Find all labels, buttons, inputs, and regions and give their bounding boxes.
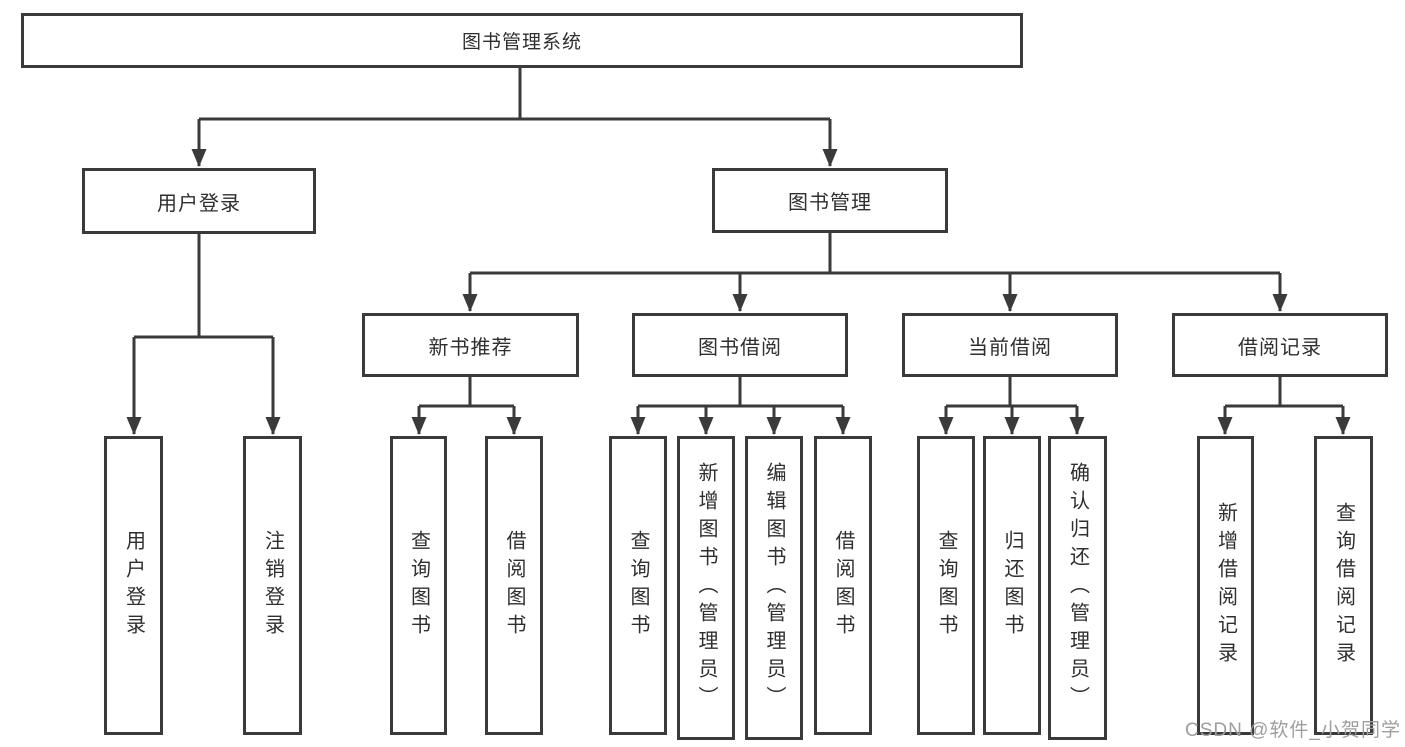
node-book-borrowing: 图书借阅 <box>632 313 848 377</box>
connector-new-book-rail <box>419 377 514 408</box>
connector-borrowing-records-rail <box>1225 377 1343 408</box>
node-borrowing-records: 借阅记录 <box>1172 313 1388 377</box>
leaf-confirm-return-admin-label: 确认归还（管理员） <box>1066 462 1089 714</box>
leaf-borrow-book-borrowing-label: 借阅图书 <box>832 529 854 642</box>
node-current-borrowing: 当前借阅 <box>902 313 1118 377</box>
node-user-login-group-label: 用户登录 <box>157 192 241 215</box>
leaf-borrow-book-recommend: 借阅图书 <box>485 436 543 735</box>
leaf-query-book-current: 查询图书 <box>917 436 975 735</box>
leaf-user-login-label: 用户登录 <box>122 529 145 642</box>
leaf-return-book-label: 归还图书 <box>1001 529 1023 642</box>
leaf-borrow-book-recommend-label: 借阅图书 <box>503 529 525 642</box>
leaf-borrow-book-borrowing: 借阅图书 <box>814 436 872 735</box>
leaf-query-borrow-record: 查询借阅记录 <box>1314 436 1373 735</box>
leaf-logout: 注销登录 <box>243 436 302 735</box>
csdn-watermark: CSDN @软件_小贺同学 <box>1185 720 1401 741</box>
node-book-management: 图书管理 <box>712 168 948 233</box>
node-current-borrowing-label: 当前借阅 <box>968 336 1052 359</box>
node-book-borrowing-label: 图书借阅 <box>698 336 782 359</box>
connector-root-rail <box>199 68 830 121</box>
leaf-add-book-admin-label: 新增图书（管理员） <box>695 462 717 714</box>
node-new-book-recommend-label: 新书推荐 <box>428 336 513 359</box>
leaf-query-book-recommend-label: 查询图书 <box>407 529 430 642</box>
leaf-query-book-current-label: 查询图书 <box>935 529 957 642</box>
leaf-return-book: 归还图书 <box>983 436 1041 735</box>
connector-user-login-rail <box>134 234 273 339</box>
connector-book-borrowing-rail <box>638 377 843 408</box>
leaf-add-borrow-record: 新增借阅记录 <box>1197 436 1254 735</box>
leaf-user-login: 用户登录 <box>104 436 163 735</box>
node-book-management-label: 图书管理 <box>788 192 872 214</box>
node-borrowing-records-label: 借阅记录 <box>1238 336 1322 359</box>
leaf-query-book-borrowing: 查询图书 <box>609 436 667 735</box>
leaf-add-borrow-record-label: 新增借阅记录 <box>1214 501 1237 670</box>
node-root-system: 图书管理系统 <box>21 13 1023 68</box>
connector-book-mgmt-rail <box>470 233 1280 275</box>
leaf-query-book-recommend: 查询图书 <box>390 436 447 735</box>
leaf-edit-book-admin: 编辑图书（管理员） <box>745 436 803 740</box>
node-new-book-recommend: 新书推荐 <box>362 313 579 377</box>
leaf-query-borrow-record-label: 查询借阅记录 <box>1332 501 1355 670</box>
connector-current-borrowing-rail <box>946 377 1077 408</box>
leaf-confirm-return-admin: 确认归还（管理员） <box>1048 436 1107 740</box>
leaf-logout-label: 注销登录 <box>261 529 284 642</box>
node-root-label: 图书管理系统 <box>461 32 582 53</box>
leaf-add-book-admin: 新增图书（管理员） <box>677 436 735 740</box>
node-user-login-group: 用户登录 <box>82 168 316 234</box>
leaf-edit-book-admin-label: 编辑图书（管理员） <box>763 462 785 714</box>
leaf-query-book-borrowing-label: 查询图书 <box>627 529 649 642</box>
